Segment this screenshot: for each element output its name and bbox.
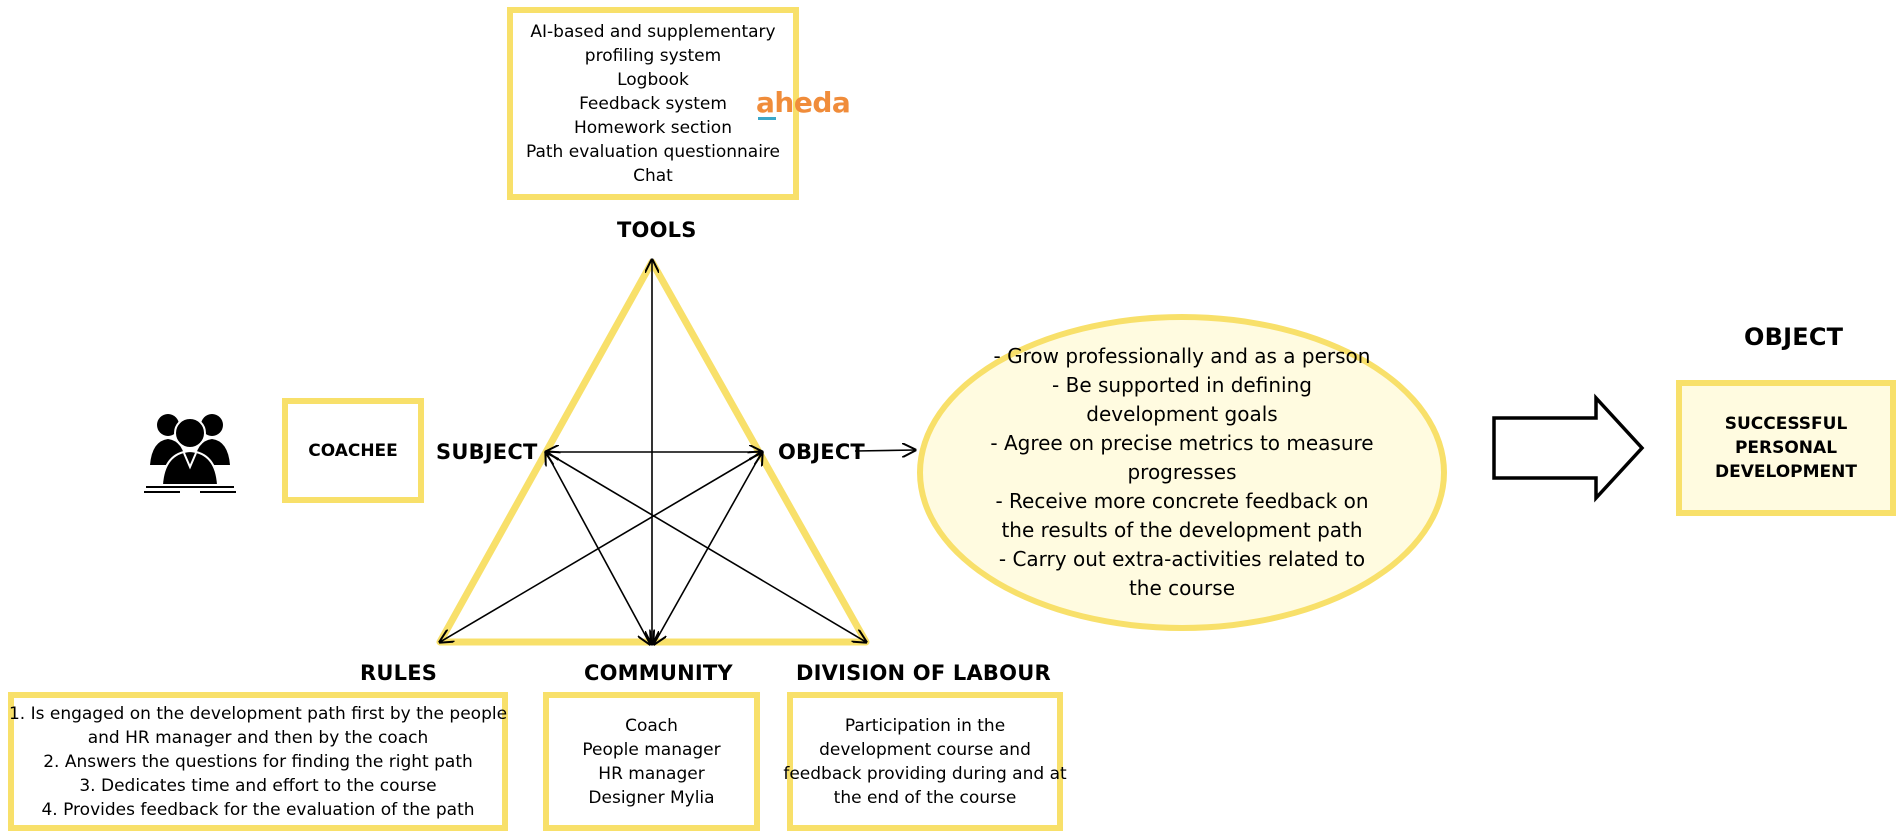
division-item: feedback providing during and at (783, 763, 1067, 784)
tools-item: profiling system (584, 45, 722, 66)
tools-item: Logbook (617, 69, 689, 90)
goal-line: - Receive more concrete feedback on (995, 489, 1369, 513)
division-item: development course and (819, 739, 1031, 760)
division-item: the end of the course (833, 787, 1017, 808)
tools-item: Homework section (574, 117, 732, 138)
coachee-text: COACHEE (308, 440, 398, 461)
people-group-icon (144, 414, 236, 493)
tools-item: Feedback system (579, 93, 727, 114)
goal-line: the results of the development path (1001, 518, 1363, 542)
rules-box: 1. Is engaged on the development path fi… (8, 692, 508, 831)
rules-item: 2. Answers the questions for finding the… (43, 751, 473, 772)
division-item: Participation in the (844, 715, 1006, 736)
outcome-line: SUCCESSFUL (1724, 414, 1848, 434)
coachee-box: COACHEE (282, 398, 424, 503)
community-item: People manager (582, 739, 721, 760)
goal-line: - Agree on precise metrics to measure (990, 431, 1374, 455)
arrow-object-rules (440, 452, 762, 642)
aheda-logo: aheda (756, 86, 851, 119)
goal-line: - Carry out extra-activities related to (998, 547, 1366, 571)
rules-item: 4. Provides feedback for the evaluation … (41, 799, 475, 820)
goal-line: development goals (1086, 402, 1278, 426)
outcome-box: SUCCESSFUL PERSONAL DEVELOPMENT (1676, 380, 1896, 516)
rules-item: and HR manager and then by the coach (87, 727, 429, 748)
tools-item: Path evaluation questionnaire (525, 141, 780, 162)
outcome-line: DEVELOPMENT (1715, 462, 1857, 482)
community-label: COMMUNITY (584, 661, 733, 685)
outcome-line: PERSONAL (1734, 438, 1838, 458)
division-of-labour-label: DIVISION OF LABOUR (796, 661, 1051, 685)
outcome-label: OBJECT (1744, 323, 1844, 351)
community-box: Coach People manager HR manager Designer… (543, 692, 760, 831)
tools-item: AI-based and supplementary (530, 21, 776, 42)
goal-line: progresses (1127, 460, 1237, 484)
subject-label: SUBJECT (436, 440, 538, 464)
goal-line: - Grow professionally and as a person (993, 344, 1371, 368)
tools-item: Chat (633, 165, 673, 186)
goal-line: the course (1128, 576, 1236, 600)
tools-box: AI-based and supplementary profiling sys… (507, 7, 799, 200)
community-item: Designer Mylia (588, 787, 715, 808)
object-goals-ellipse: - Grow professionally and as a person - … (917, 314, 1447, 631)
goal-line: - Be supported in defining (1052, 373, 1312, 397)
rules-item: 1. Is engaged on the development path fi… (8, 703, 508, 724)
community-item: Coach (625, 715, 678, 736)
aheda-logo-underline (758, 117, 776, 120)
object-label: OBJECT (778, 440, 865, 464)
arrow-subject-division (546, 452, 866, 642)
division-of-labour-box: Participation in the development course … (783, 692, 1067, 831)
rules-label: RULES (360, 661, 438, 685)
arrow-object-to-goals (854, 450, 915, 451)
tools-label: TOOLS (617, 218, 697, 242)
community-item: HR manager (598, 763, 705, 784)
rules-item: 3. Dedicates time and effort to the cour… (79, 775, 437, 796)
big-right-arrow (1492, 393, 1645, 503)
